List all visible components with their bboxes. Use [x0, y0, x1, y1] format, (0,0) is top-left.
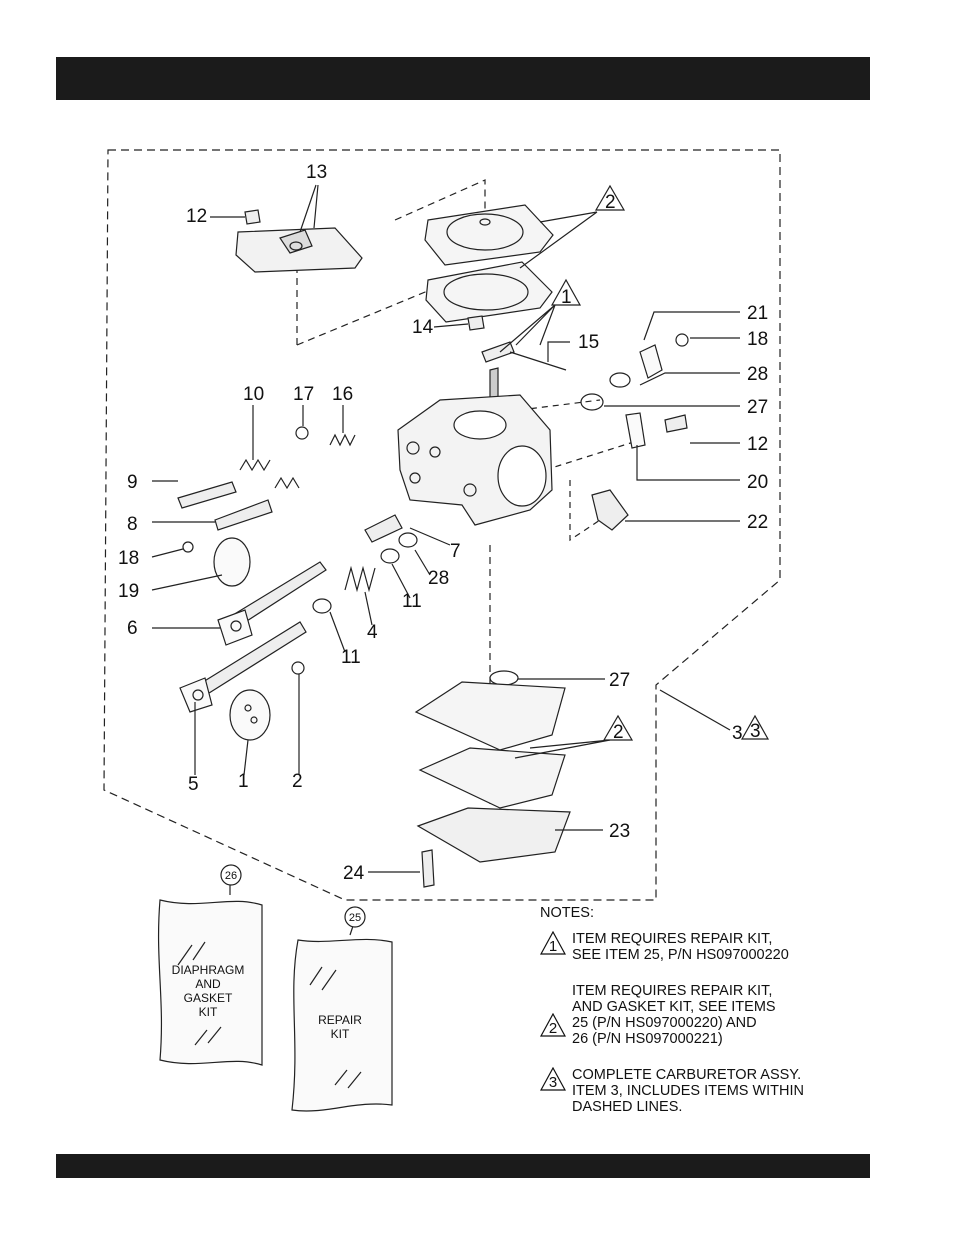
lever-20	[625, 412, 646, 449]
needle-8	[214, 499, 273, 531]
note-3-text: COMPLETE CARBURETOR ASSY. ITEM 3, INCLUD…	[572, 1067, 805, 1115]
kit-25-line1: REPAIR	[318, 1013, 362, 1027]
callout-24: 24	[343, 863, 365, 884]
callout-5: 5	[188, 774, 199, 795]
callout-27a: 27	[747, 397, 768, 418]
callout-28b: 28	[428, 568, 449, 589]
callout-9: 9	[127, 472, 138, 493]
callout-13: 13	[306, 162, 327, 183]
callout-2: 2	[292, 771, 303, 792]
callout-19: 19	[118, 581, 139, 602]
callout-12a: 12	[186, 206, 207, 227]
kit-26-line3: GASKET	[184, 991, 233, 1005]
callout-22: 22	[747, 512, 768, 533]
note-1-triangle-icon	[540, 931, 566, 955]
kit-25-line2: KIT	[331, 1027, 350, 1041]
callout-27b: 27	[609, 670, 630, 691]
callout-8: 8	[127, 514, 138, 535]
note-2-symbol: 2	[548, 1020, 558, 1037]
note-1-text: ITEM REQUIRES REPAIR KIT, SEE ITEM 25, P…	[572, 931, 789, 963]
triangle-1: 1	[561, 287, 572, 308]
callout-17: 17	[293, 384, 314, 405]
triangle-2-lower: 2	[613, 722, 624, 743]
callout-16: 16	[332, 384, 353, 405]
callout-11b: 11	[341, 647, 361, 668]
callout-11a: 11	[402, 591, 422, 612]
notes-heading: NOTES:	[540, 905, 594, 921]
callout-6: 6	[127, 618, 138, 639]
assembly-ref-3: 3	[732, 723, 743, 744]
callout-23: 23	[609, 821, 630, 842]
elbow-22	[591, 489, 629, 531]
note-1: 1 ITEM REQUIRES REPAIR KIT, SEE ITEM 25,…	[540, 931, 840, 963]
callout-14: 14	[412, 317, 434, 338]
triangle-3: 3	[750, 721, 761, 742]
note-2-text: ITEM REQUIRES REPAIR KIT, AND GASKET KIT…	[572, 983, 776, 1047]
assembly-boundary	[103, 149, 781, 901]
footer-band	[56, 1154, 870, 1178]
triangle-2-top: 2	[605, 192, 616, 213]
callout-15: 15	[578, 332, 599, 353]
callout-20: 20	[747, 472, 768, 493]
bracket-21	[639, 344, 663, 379]
kit-25-number: 25	[349, 912, 361, 924]
note-3-symbol: 3	[548, 1074, 558, 1091]
header-band	[56, 57, 870, 100]
note-3: 3 COMPLETE CARBURETOR ASSY. ITEM 3, INCL…	[540, 1067, 840, 1115]
screw-12-top	[244, 209, 261, 225]
callout-28a: 28	[747, 364, 768, 385]
throttle-plate-19	[213, 537, 251, 587]
note-1-symbol: 1	[548, 938, 558, 955]
kit-26-line4: KIT	[199, 1005, 218, 1019]
gasket-lower	[414, 681, 566, 751]
needle-9	[177, 481, 237, 509]
cover-23	[416, 807, 571, 863]
callout-7: 7	[450, 541, 461, 562]
callout-18a: 18	[747, 329, 768, 350]
note-2: 2 ITEM REQUIRES REPAIR KIT, AND GASKET K…	[540, 983, 840, 1047]
diaphragm-lower	[418, 747, 566, 809]
notes-panel: NOTES: 1 ITEM REQUIRES REPAIR KIT, SEE I…	[540, 905, 840, 1135]
note-2-triangle-icon	[540, 1013, 566, 1037]
gasket-upper	[425, 261, 553, 323]
callout-21: 21	[747, 303, 768, 324]
callout-18b: 18	[118, 548, 139, 569]
kit-26-line1: DIAPHRAGM	[172, 963, 245, 977]
callout-1: 1	[238, 771, 249, 792]
kit-26-number: 26	[225, 870, 237, 882]
callout-4: 4	[367, 622, 378, 643]
kit-bag-25	[291, 938, 393, 1112]
callout-10: 10	[243, 384, 264, 405]
kit-26-line2: AND	[195, 977, 221, 991]
callout-12b: 12	[747, 434, 768, 455]
kit-bag-26	[157, 899, 263, 1066]
choke-plate-1	[229, 689, 271, 741]
note-3-triangle-icon	[540, 1067, 566, 1091]
